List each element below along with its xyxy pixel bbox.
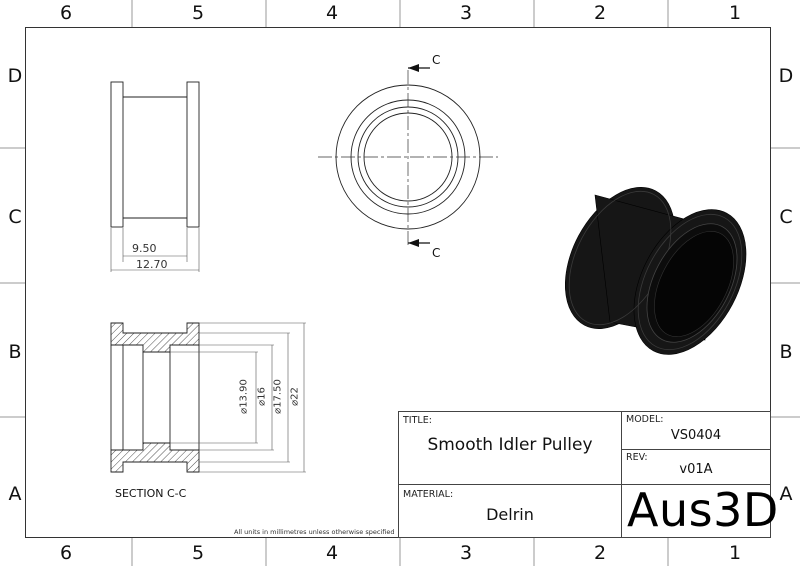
rev-label: REV: (626, 452, 648, 463)
section-mark-bottom: C (432, 246, 441, 260)
zone-row-left-C: C (8, 206, 22, 228)
zone-col-bottom-3: 3 (459, 542, 473, 564)
units-note: All units in millimetres unless otherwis… (234, 528, 395, 536)
dim-diameter-22: ⌀22 (289, 387, 301, 406)
material-value: Delrin (486, 505, 534, 524)
zone-col-top-5: 5 (191, 2, 205, 24)
section-arrow-bottom-icon (408, 239, 419, 247)
zone-row-right-C: C (779, 206, 793, 228)
zone-col-top-6: 6 (59, 2, 73, 24)
model-label: MODEL: (626, 414, 664, 425)
title-block-logo-cell (621, 484, 771, 538)
zone-col-top-4: 4 (325, 2, 339, 24)
material-label: MATERIAL: (403, 489, 454, 500)
zone-col-bottom-6: 6 (59, 542, 73, 564)
section-view (110, 322, 306, 473)
company-logo: Aus3D (627, 483, 779, 537)
model-value: VS0404 (670, 428, 722, 443)
dim-width-outer: 12.70 (136, 258, 168, 271)
dim-width-inner: 9.50 (132, 242, 157, 255)
isometric-view (565, 187, 747, 355)
zone-row-left-A: A (8, 483, 22, 505)
zone-row-left-D: D (7, 65, 23, 87)
zone-row-left-B: B (8, 341, 22, 363)
zone-row-right-A: A (779, 483, 793, 505)
zone-col-top-2: 2 (593, 2, 607, 24)
zone-row-right-B: B (779, 341, 793, 363)
side-view (110, 81, 200, 272)
zone-col-top-3: 3 (459, 2, 473, 24)
zone-col-bottom-5: 5 (191, 542, 205, 564)
dim-diameter-16: ⌀16 (256, 387, 268, 406)
front-view (318, 64, 498, 247)
dim-diameter-17-50: ⌀17.50 (272, 379, 284, 414)
zone-col-bottom-1: 1 (728, 542, 742, 564)
section-arrow-top-icon (408, 64, 419, 72)
section-mark-top: C (432, 53, 441, 67)
zone-col-top-1: 1 (728, 2, 742, 24)
drawing-title: Smooth Idler Pulley (427, 435, 593, 455)
title-label: TITLE: (403, 415, 432, 426)
zone-col-bottom-2: 2 (593, 542, 607, 564)
section-view-label: SECTION C-C (115, 487, 187, 500)
rev-value: v01A (679, 462, 713, 477)
dim-diameter-13-90: ⌀13.90 (238, 379, 250, 414)
zone-row-right-D: D (778, 65, 794, 87)
zone-col-bottom-4: 4 (325, 542, 339, 564)
